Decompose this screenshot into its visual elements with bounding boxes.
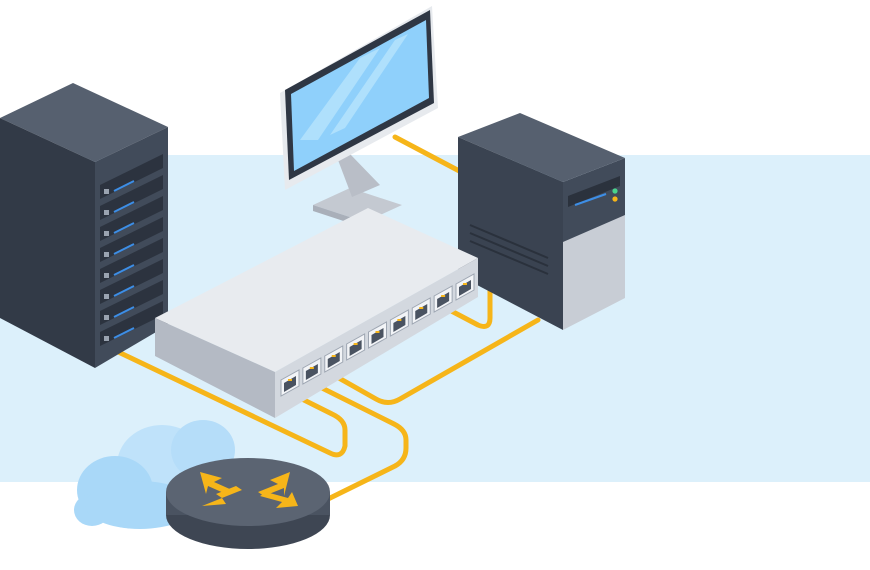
switch-port [433, 285, 453, 313]
switch-port [455, 273, 475, 301]
tower-front-upper [563, 158, 625, 242]
rack-unit [100, 217, 163, 262]
tower-front-slot [568, 176, 620, 207]
cable-router-to-switch [297, 374, 409, 505]
switch-port [302, 357, 322, 385]
switch-port [324, 345, 344, 373]
tower-status-led-green [612, 188, 618, 194]
monitor-stand-neck [338, 154, 380, 197]
monitor-screen-glare-1 [300, 48, 380, 140]
monitor [280, 6, 438, 228]
rack-unit [100, 301, 163, 346]
server-rack [0, 83, 168, 368]
monitor-screen-glare-2 [330, 34, 408, 135]
cable-tower-to-switch [327, 317, 541, 405]
rack-unit [100, 238, 163, 283]
tower-vents [469, 224, 549, 275]
tower-status-led-yellow [612, 196, 618, 202]
rack-left-side [0, 118, 95, 368]
rack-unit [100, 196, 163, 241]
rack-unit [100, 154, 163, 199]
switch-left-side [155, 318, 275, 418]
rack-unit [100, 175, 163, 220]
tower-left-side [458, 137, 563, 330]
rack-top [0, 83, 168, 162]
switch-port [389, 309, 409, 337]
switch-top [155, 208, 478, 372]
rack-unit [100, 280, 163, 325]
switch-port [280, 369, 300, 397]
tower-blue-strip [574, 193, 607, 206]
switch-port [411, 297, 431, 325]
tower-top [458, 113, 625, 182]
router-top [166, 458, 330, 526]
tower-computer [458, 113, 625, 330]
switch-port [346, 333, 366, 361]
router-arrows-icon [200, 472, 298, 508]
switch-port [368, 321, 387, 349]
rack-unit [100, 259, 163, 304]
cable-rack-to-switch [107, 345, 348, 458]
router [166, 458, 330, 549]
network-switch [155, 208, 478, 418]
